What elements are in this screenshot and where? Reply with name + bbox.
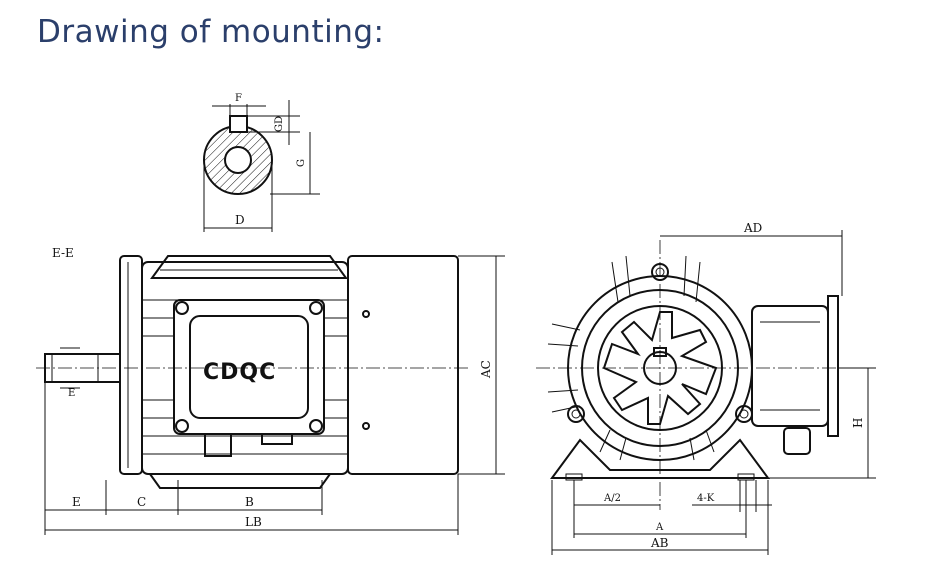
end-view: AD H A/2 4-K A AB (536, 221, 876, 555)
shaft-bore-circle (224, 146, 252, 174)
page-title: Drawing of mounting: (37, 14, 385, 50)
dim-F: F (235, 93, 242, 104)
dim-B: B (245, 495, 254, 509)
terminal-box (173, 299, 325, 435)
dim-E-key: E (68, 388, 75, 399)
dim-GD: GD (274, 116, 285, 132)
end-terminal-box (751, 305, 829, 427)
dim-D: D (235, 213, 245, 227)
side-view: E-E E CDQC (36, 246, 505, 535)
logo-text: CDQC (203, 360, 276, 385)
dim-E: E (72, 495, 81, 509)
fan-cover (347, 255, 459, 475)
dim-4K: 4-K (697, 493, 715, 504)
dim-AC: AC (479, 360, 493, 379)
dim-LB: LB (245, 515, 262, 529)
dim-A: A (655, 522, 664, 533)
dim-AB: AB (650, 536, 669, 550)
shaft-section-view: F GD G D (203, 93, 320, 232)
dim-AD: AD (743, 221, 762, 235)
shaft-keyway (229, 115, 248, 133)
section-label: E-E (52, 246, 74, 260)
dim-C: C (137, 495, 146, 509)
dim-G: G (296, 159, 307, 167)
dim-H: H (851, 418, 865, 428)
dim-A2: A/2 (603, 493, 621, 504)
